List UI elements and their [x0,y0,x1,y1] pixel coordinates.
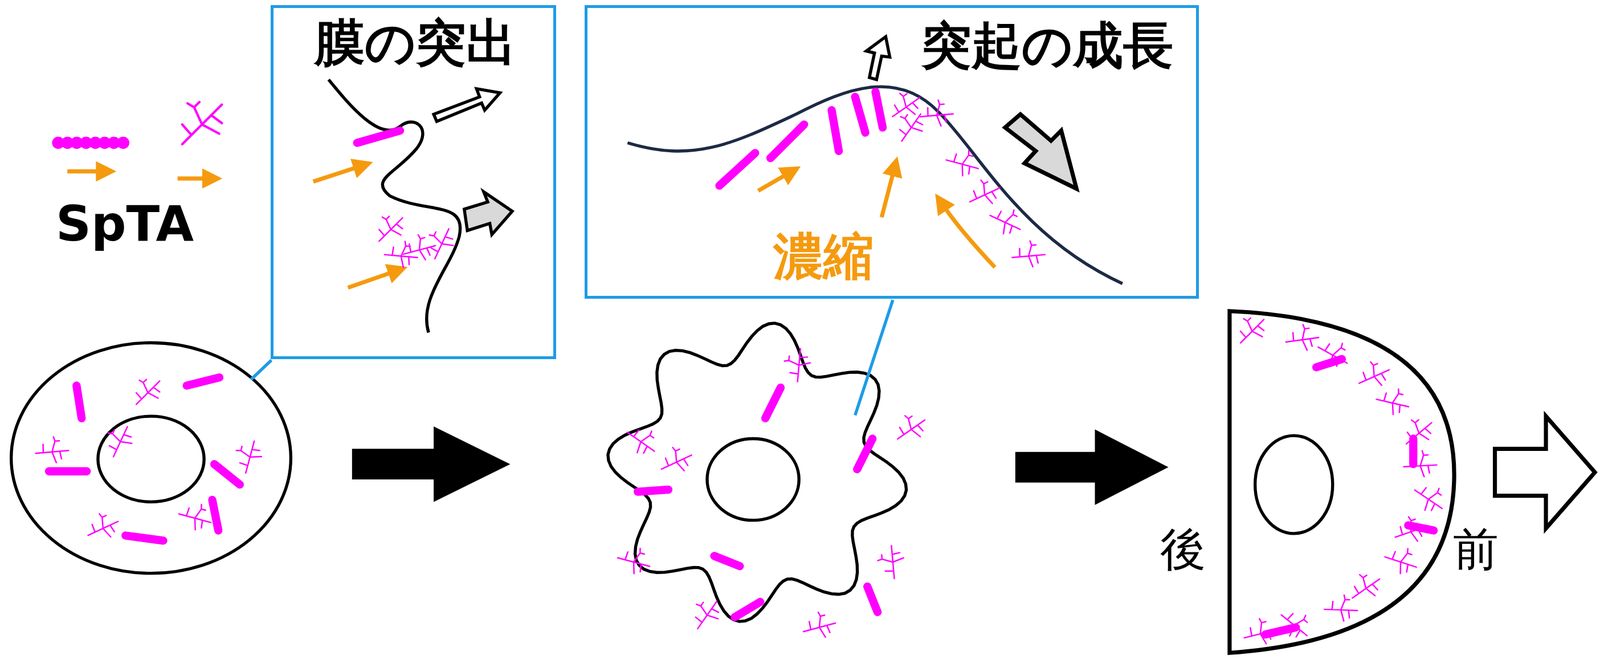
spta-branch [1352,573,1381,602]
spta-branch [1376,385,1410,419]
spta-branch [803,609,836,643]
spta-rod [856,438,873,469]
box-heading: 突起の成長 [921,18,1174,74]
spta-branch [384,238,419,273]
spta-branch [136,379,160,405]
front-label: 前 [1452,524,1499,575]
direction-arrow [1495,415,1596,529]
spta-branch [88,511,120,544]
spta-rod [1409,438,1418,464]
cell [607,323,907,622]
spta-branch [1317,340,1349,370]
spta-branch [1281,611,1309,638]
spta-branch [1244,615,1278,650]
spta-branch [693,600,721,629]
spta-branch [969,178,1001,210]
spta-branch [897,414,925,443]
spta-branch [178,501,212,534]
spta-branch [35,434,70,469]
leader-line [251,360,272,380]
spta-branch [233,439,266,473]
spta-branch [661,445,693,477]
box-label: 濃縮 [773,229,874,285]
nucleus [1255,435,1333,534]
spta-branch [946,147,980,181]
callout-box: 突起の成長濃縮 [584,5,1199,299]
spta-branch [378,215,403,242]
callout-box: 膜の突出 [270,5,557,359]
spta-rod [357,130,400,143]
leader-line [855,299,893,415]
spta-branch [1395,514,1428,548]
spta-rod [765,387,781,419]
protrusion-arrow [433,88,500,122]
spta-branch [1358,359,1390,392]
protein-name: SpTA [55,196,194,251]
spta-rod [49,467,87,476]
spta-rods [49,91,1434,635]
spta-branch [1011,238,1047,273]
spta-rod [76,385,82,418]
spta-branch [1403,447,1439,483]
spta-rod [855,96,866,133]
spta-rod [734,601,761,618]
spta-branch [1324,592,1359,627]
growth-arrow [866,36,890,80]
spta-branches [35,91,1444,650]
spta-samples [58,101,222,179]
spta-rod [875,91,884,128]
spta-branch [920,97,955,132]
spta-rod [719,152,756,186]
spta-rod [125,535,163,541]
box-heading: 膜の突出 [314,15,517,71]
spta-branch [1384,545,1418,578]
stage-arrow [352,426,511,502]
spta-branch [1286,321,1320,357]
spta-branch [426,227,457,259]
membrane [627,86,1123,284]
spta-branch [990,206,1022,238]
nucleus [98,415,204,502]
spta-branch [875,544,910,579]
spta-rod [831,109,840,151]
spta-branch [897,112,925,141]
spta-branch [617,545,651,578]
spta-branch [627,427,656,456]
spta-rod [211,499,219,531]
cell [1229,311,1455,653]
protrusion-arrow [464,191,513,235]
spta-branch [1240,317,1264,344]
spta-rod [770,124,804,158]
spta-rod [867,586,878,612]
spta-branch [1406,418,1432,446]
stage-arrow [1015,429,1169,505]
spta-rod [714,555,741,566]
spta-rod [186,377,220,386]
cell [11,342,292,573]
spta-branch [104,425,136,457]
spta-rod [637,489,669,492]
rear-label: 後 [1160,524,1206,575]
spta-branch [781,347,816,382]
nucleus [707,438,799,520]
spta-branch [1414,484,1444,513]
spta-rod [214,463,240,485]
growth-arrow [1005,113,1077,189]
